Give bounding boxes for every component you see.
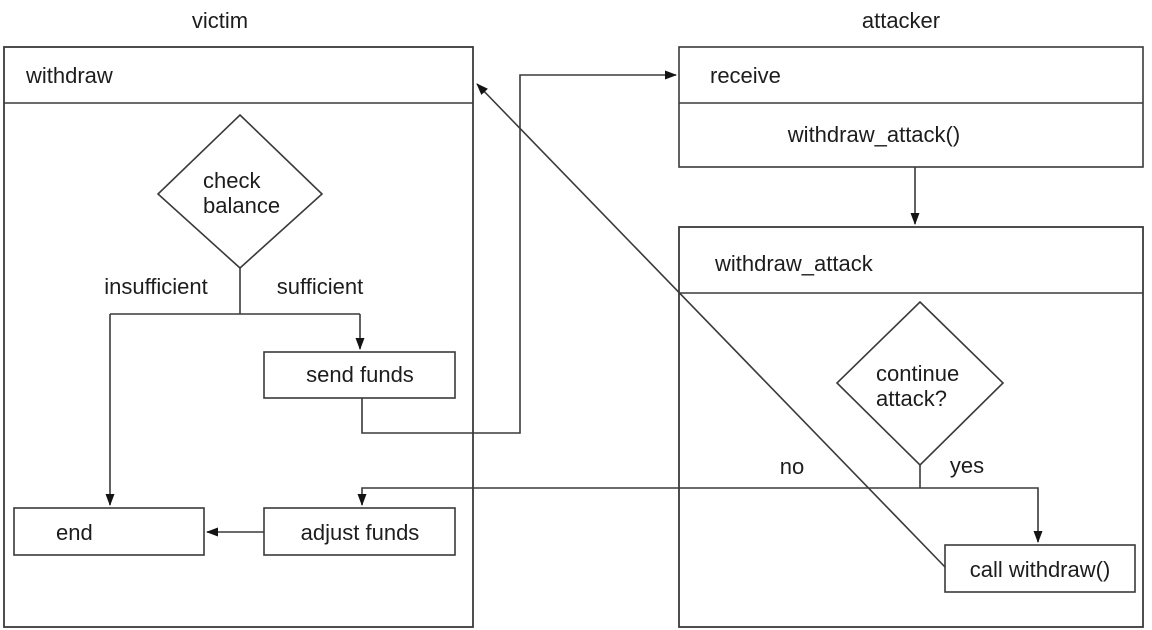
- call-withdraw-label: call withdraw(): [970, 557, 1111, 582]
- branch-label-no: no: [780, 454, 804, 479]
- victim-container-box: [3, 46, 474, 628]
- edge-send-funds-to-receive: [361, 70, 677, 434]
- send-funds-label: send funds: [306, 362, 414, 387]
- edge-yes-to-call-withdraw: [920, 487, 1043, 543]
- end-label: end: [56, 520, 93, 545]
- attacker-lane-title: attacker: [862, 8, 940, 33]
- edge-no-to-adjust-funds: [357, 487, 920, 506]
- receive-function-box: [678, 46, 1144, 168]
- receive-function-header: receive: [710, 63, 781, 88]
- branch-label-insufficient: insufficient: [104, 274, 208, 299]
- send-funds-box: [263, 351, 456, 399]
- receive-body-call-label: withdraw_attack(): [787, 122, 960, 147]
- adjust-funds-box: [263, 507, 456, 556]
- continue-attack-label-line1: continue: [876, 361, 959, 386]
- call-withdraw-box: [944, 544, 1136, 593]
- continue-attack-label-line2: attack?: [876, 386, 947, 411]
- withdraw-function-header: withdraw: [25, 63, 113, 88]
- withdraw-attack-container-box: [678, 226, 1144, 628]
- end-box: [13, 507, 205, 556]
- check-balance-label-line1: check: [203, 168, 261, 193]
- withdraw-attack-function-header: withdraw_attack: [714, 251, 874, 276]
- edge-call-withdraw-to-withdraw: [476, 83, 946, 568]
- branch-label-yes: yes: [950, 453, 984, 478]
- adjust-funds-label: adjust funds: [301, 520, 420, 545]
- check-balance-label-line2: balance: [203, 193, 280, 218]
- victim-lane-title: victim: [192, 8, 248, 33]
- branch-label-sufficient: sufficient: [277, 274, 363, 299]
